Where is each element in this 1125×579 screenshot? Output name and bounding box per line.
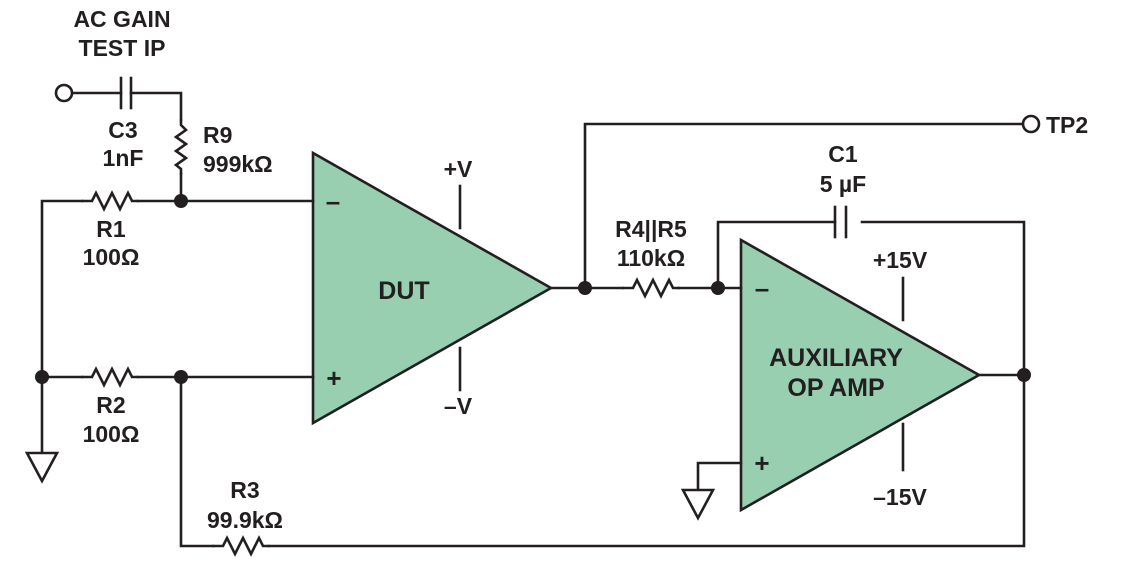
aux-supply-pos: +15V <box>873 247 928 273</box>
resistor-r9 <box>173 118 189 176</box>
dut-supply-pos: +V <box>444 156 473 182</box>
r3-name: R3 <box>230 477 259 503</box>
aux-label-line1: AUXILIARY <box>769 344 903 372</box>
wire-c3-to-r9 <box>129 91 183 122</box>
junction-dot <box>35 370 49 384</box>
capacitor-c1 <box>833 205 848 239</box>
ground-icon <box>680 488 716 521</box>
aux-noninverting-sign: + <box>754 448 769 478</box>
r9-name: R9 <box>203 122 232 148</box>
junction-dot <box>1017 368 1031 382</box>
ground-icon <box>24 451 60 484</box>
resistor-r3 <box>211 535 271 557</box>
r2-value: 100Ω <box>83 421 140 447</box>
r9-value: 999kΩ <box>203 151 273 177</box>
aux-label-line2: OP AMP <box>787 374 884 402</box>
c3-name: C3 <box>108 117 137 143</box>
auxiliary-amplifier <box>739 237 982 513</box>
wire-c1-left <box>716 220 837 290</box>
dut-amplifier <box>311 150 554 426</box>
dut-supply-neg: –V <box>444 393 473 419</box>
c1-name: C1 <box>828 141 858 167</box>
junction-dot <box>578 281 592 295</box>
wire-r3-left <box>179 375 215 548</box>
wire-aux-ground <box>696 461 743 492</box>
r1-value: 100Ω <box>83 244 140 270</box>
junction-dot <box>174 370 188 384</box>
junction-dot <box>711 281 725 295</box>
r2-name: R2 <box>96 392 125 418</box>
aux-supply-neg: –15V <box>873 484 927 510</box>
input-label-line1: AC GAIN <box>73 6 170 32</box>
tp2-label: TP2 <box>1046 112 1088 138</box>
input-label-line2: TEST IP <box>79 35 166 61</box>
r45-value: 110kΩ <box>617 245 685 271</box>
dut-label: DUT <box>378 277 429 305</box>
resistor-r1 <box>80 190 140 212</box>
r45-name: R4||R5 <box>615 216 687 242</box>
aux-inverting-sign: – <box>755 273 769 303</box>
c1-value: 5 µF <box>820 171 866 197</box>
dut-inverting-sign: – <box>326 186 340 216</box>
junction-dot <box>174 194 188 208</box>
r1-name: R1 <box>96 216 126 242</box>
resistor-r2 <box>80 366 140 388</box>
wire-tp2 <box>583 122 1024 290</box>
wire-r1-left <box>40 199 84 379</box>
dut-noninverting-sign: + <box>326 363 341 393</box>
capacitor-c3 <box>119 76 133 110</box>
tp2-terminal <box>1021 114 1041 134</box>
c3-value: 1nF <box>103 145 144 171</box>
r3-value: 99.9kΩ <box>207 507 283 533</box>
wire-r3-right <box>267 220 1026 548</box>
input-terminal <box>54 83 74 103</box>
resistor-r4-r5 <box>621 277 681 299</box>
